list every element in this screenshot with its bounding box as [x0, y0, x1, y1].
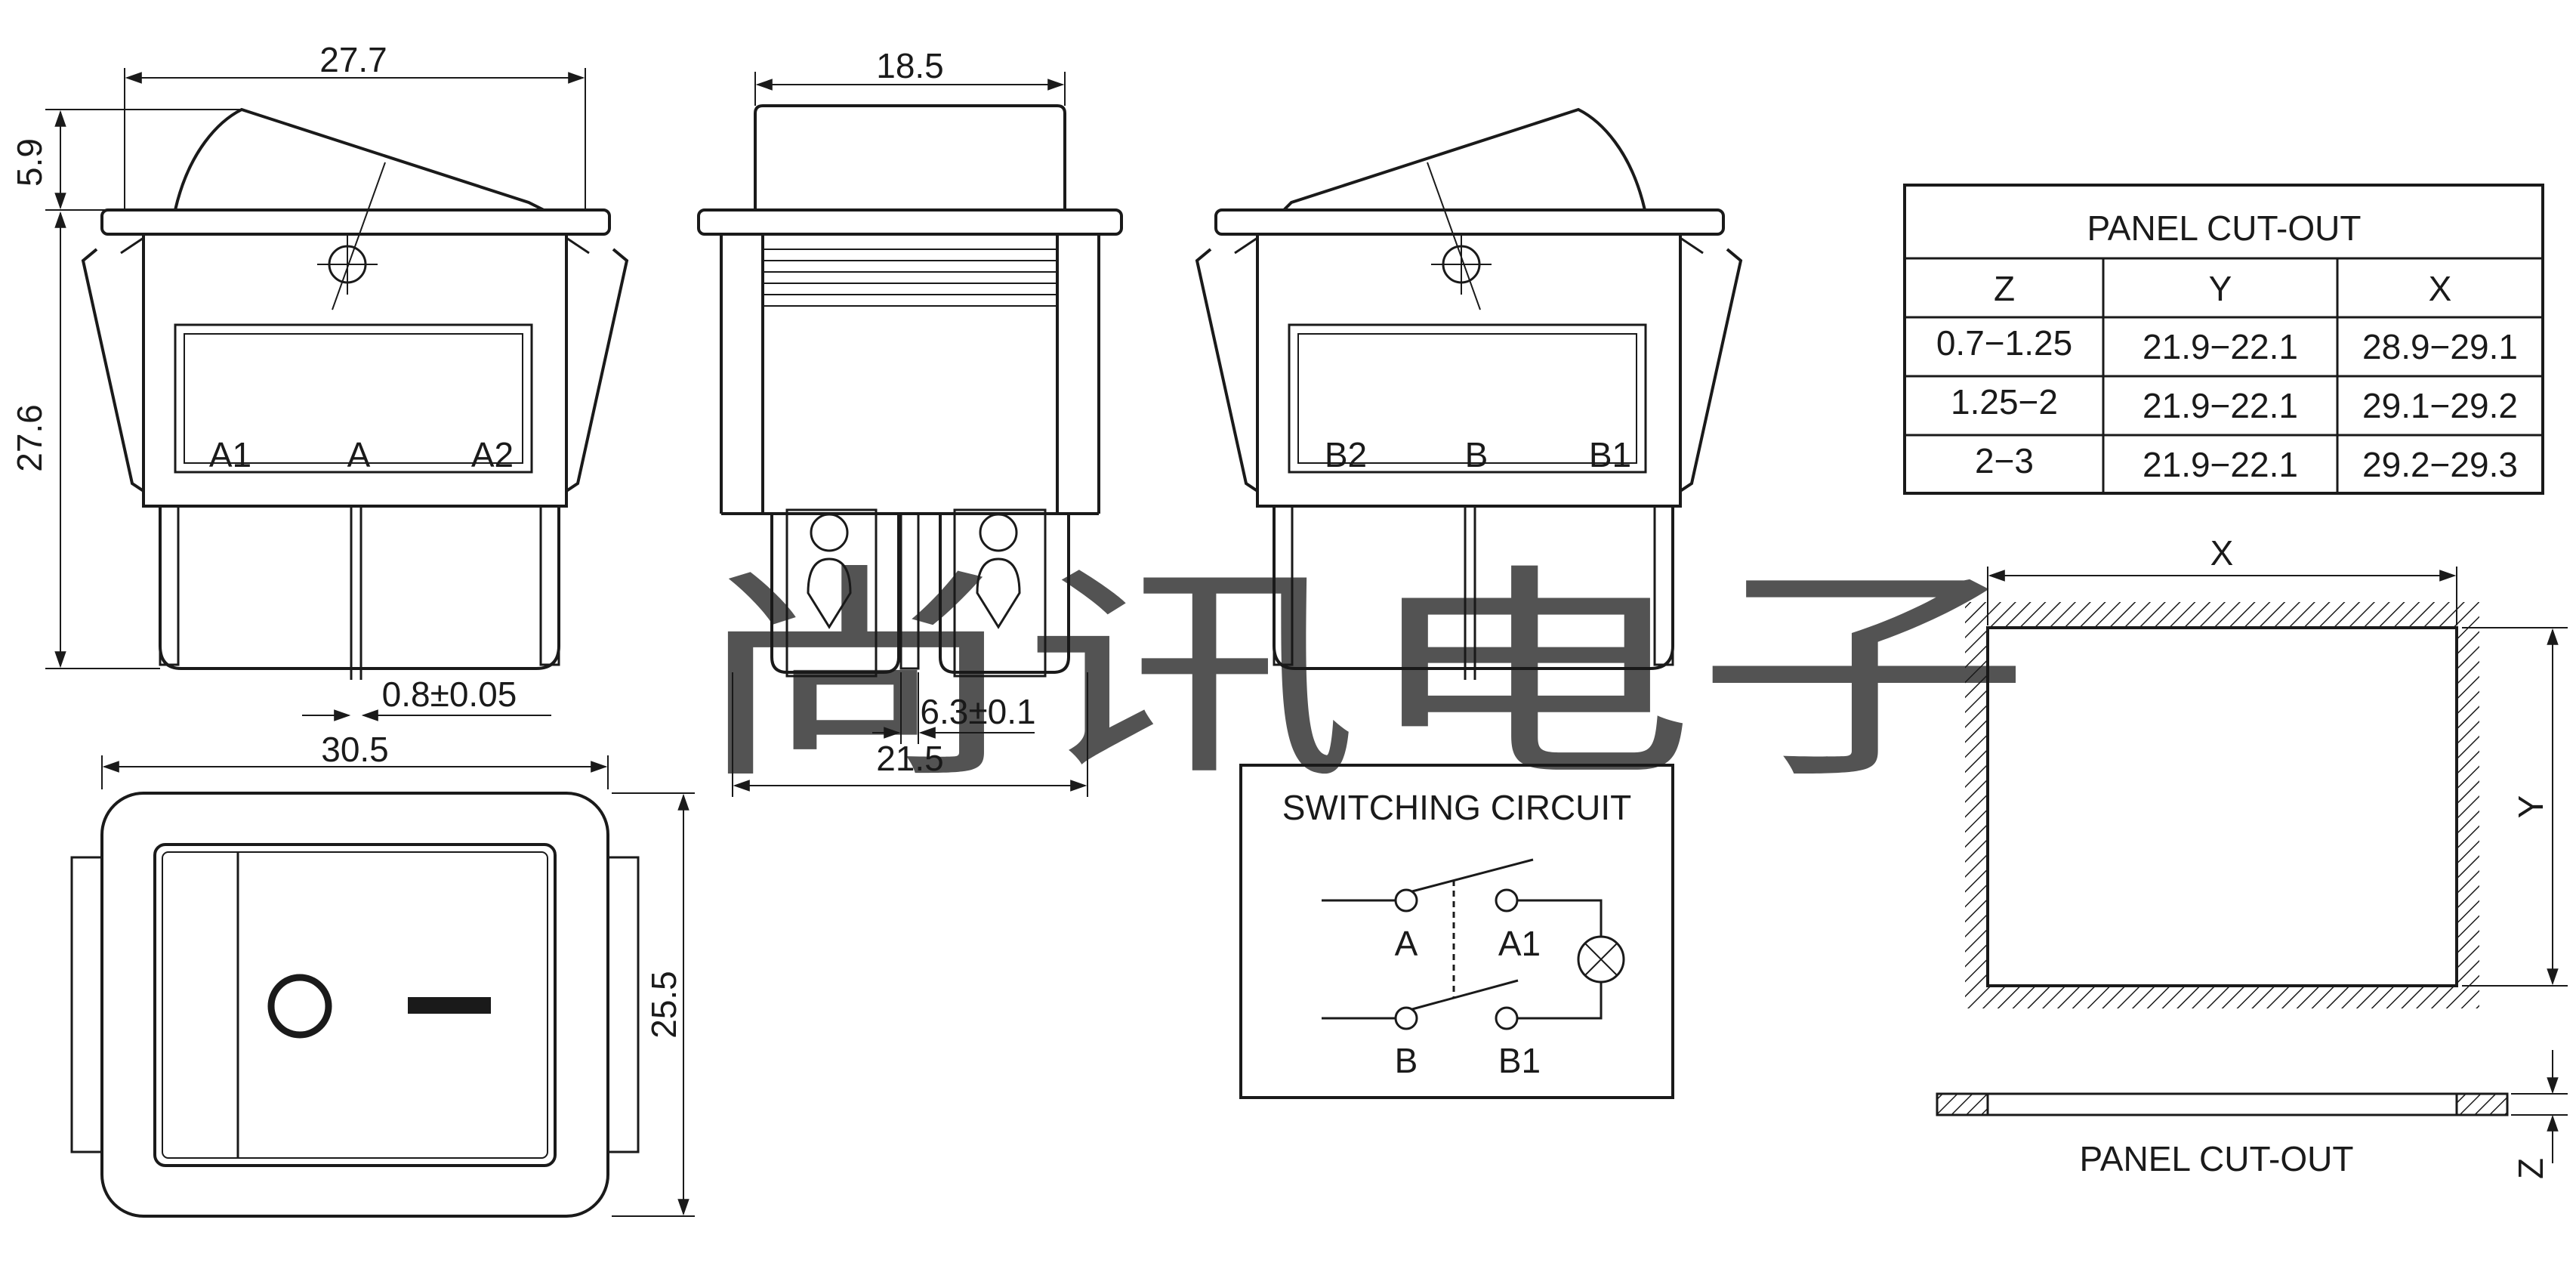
terminal-label: A2 — [471, 435, 514, 474]
table-header: Y — [2209, 269, 2232, 308]
dimension-top-height: 25.5 — [644, 971, 683, 1039]
table-title: PANEL CUT-OUT — [2087, 208, 2362, 248]
top-view: 30.5 25.5 — [70, 730, 695, 1218]
table-cell: 21.9−22.1 — [2143, 386, 2298, 425]
switching-circuit: SWITCHING CIRCUIT A A1 B B1 — [1239, 764, 1674, 1099]
table-cell: 1.25−2 — [1951, 382, 2058, 422]
watermark: 尚讯电子 — [687, 550, 2031, 804]
cutout-y-label: Y — [2511, 795, 2550, 819]
dimension-terminal-thickness: 0.8±0.05 — [382, 675, 517, 714]
table-cell: 2−3 — [1975, 441, 2034, 480]
side-view-a: A1 A A2 27.7 5.9 27.6 0.8±0.05 — [10, 40, 629, 721]
table-cell: 21.9−22.1 — [2143, 445, 2298, 484]
circuit-title: SWITCHING CIRCUIT — [1282, 788, 1632, 827]
table-cell: 28.9−29.1 — [2362, 327, 2518, 366]
dimension-top-width: 30.5 — [321, 730, 389, 769]
dimension-front-top-width: 18.5 — [876, 46, 944, 85]
table-header: X — [2429, 269, 2452, 308]
cutout-caption: PANEL CUT-OUT — [2080, 1139, 2354, 1178]
panel-cutout-diagram: X Y Z PANEL CUT-OUT — [1936, 533, 2568, 1179]
table-cell: 29.2−29.3 — [2362, 445, 2518, 484]
terminal-label: B2 — [1325, 435, 1367, 474]
circuit-label: A1 — [1498, 924, 1541, 963]
terminal-label: B1 — [1589, 435, 1631, 474]
circuit-label: B1 — [1498, 1041, 1541, 1080]
lamp-icon — [1577, 935, 1625, 984]
cutout-z-label: Z — [2511, 1158, 2550, 1179]
dimension-front-bottom-width: 21.5 — [876, 739, 944, 778]
table-cell: 29.1−29.2 — [2362, 386, 2518, 425]
dimension-terminal-width: 6.3±0.1 — [920, 692, 1035, 731]
on-symbol — [408, 997, 491, 1014]
table-cell: 0.7−1.25 — [1936, 323, 2072, 363]
terminal-label: A1 — [209, 435, 251, 474]
dimension-side-width: 27.7 — [319, 40, 387, 79]
table-cell: 21.9−22.1 — [2143, 327, 2298, 366]
circuit-label: B — [1395, 1041, 1418, 1080]
terminal-label: B — [1465, 435, 1489, 474]
panel-cutout-table: PANEL CUT-OUT Z Y X 0.7−1.25 21.9−22.1 2… — [1903, 184, 2544, 495]
circuit-label: A — [1395, 924, 1418, 963]
cutout-x-label: X — [2210, 533, 2234, 573]
front-view: 18.5 6.3±0.1 21.5 — [697, 46, 1123, 797]
terminal-label: A — [347, 435, 371, 474]
table-header: Z — [1994, 269, 2015, 308]
off-symbol — [267, 974, 332, 1039]
dimension-rocker-height: 5.9 — [10, 138, 49, 187]
side-view-b: B2 B B1 — [1195, 107, 1743, 680]
dimension-side-height: 27.6 — [10, 404, 49, 472]
